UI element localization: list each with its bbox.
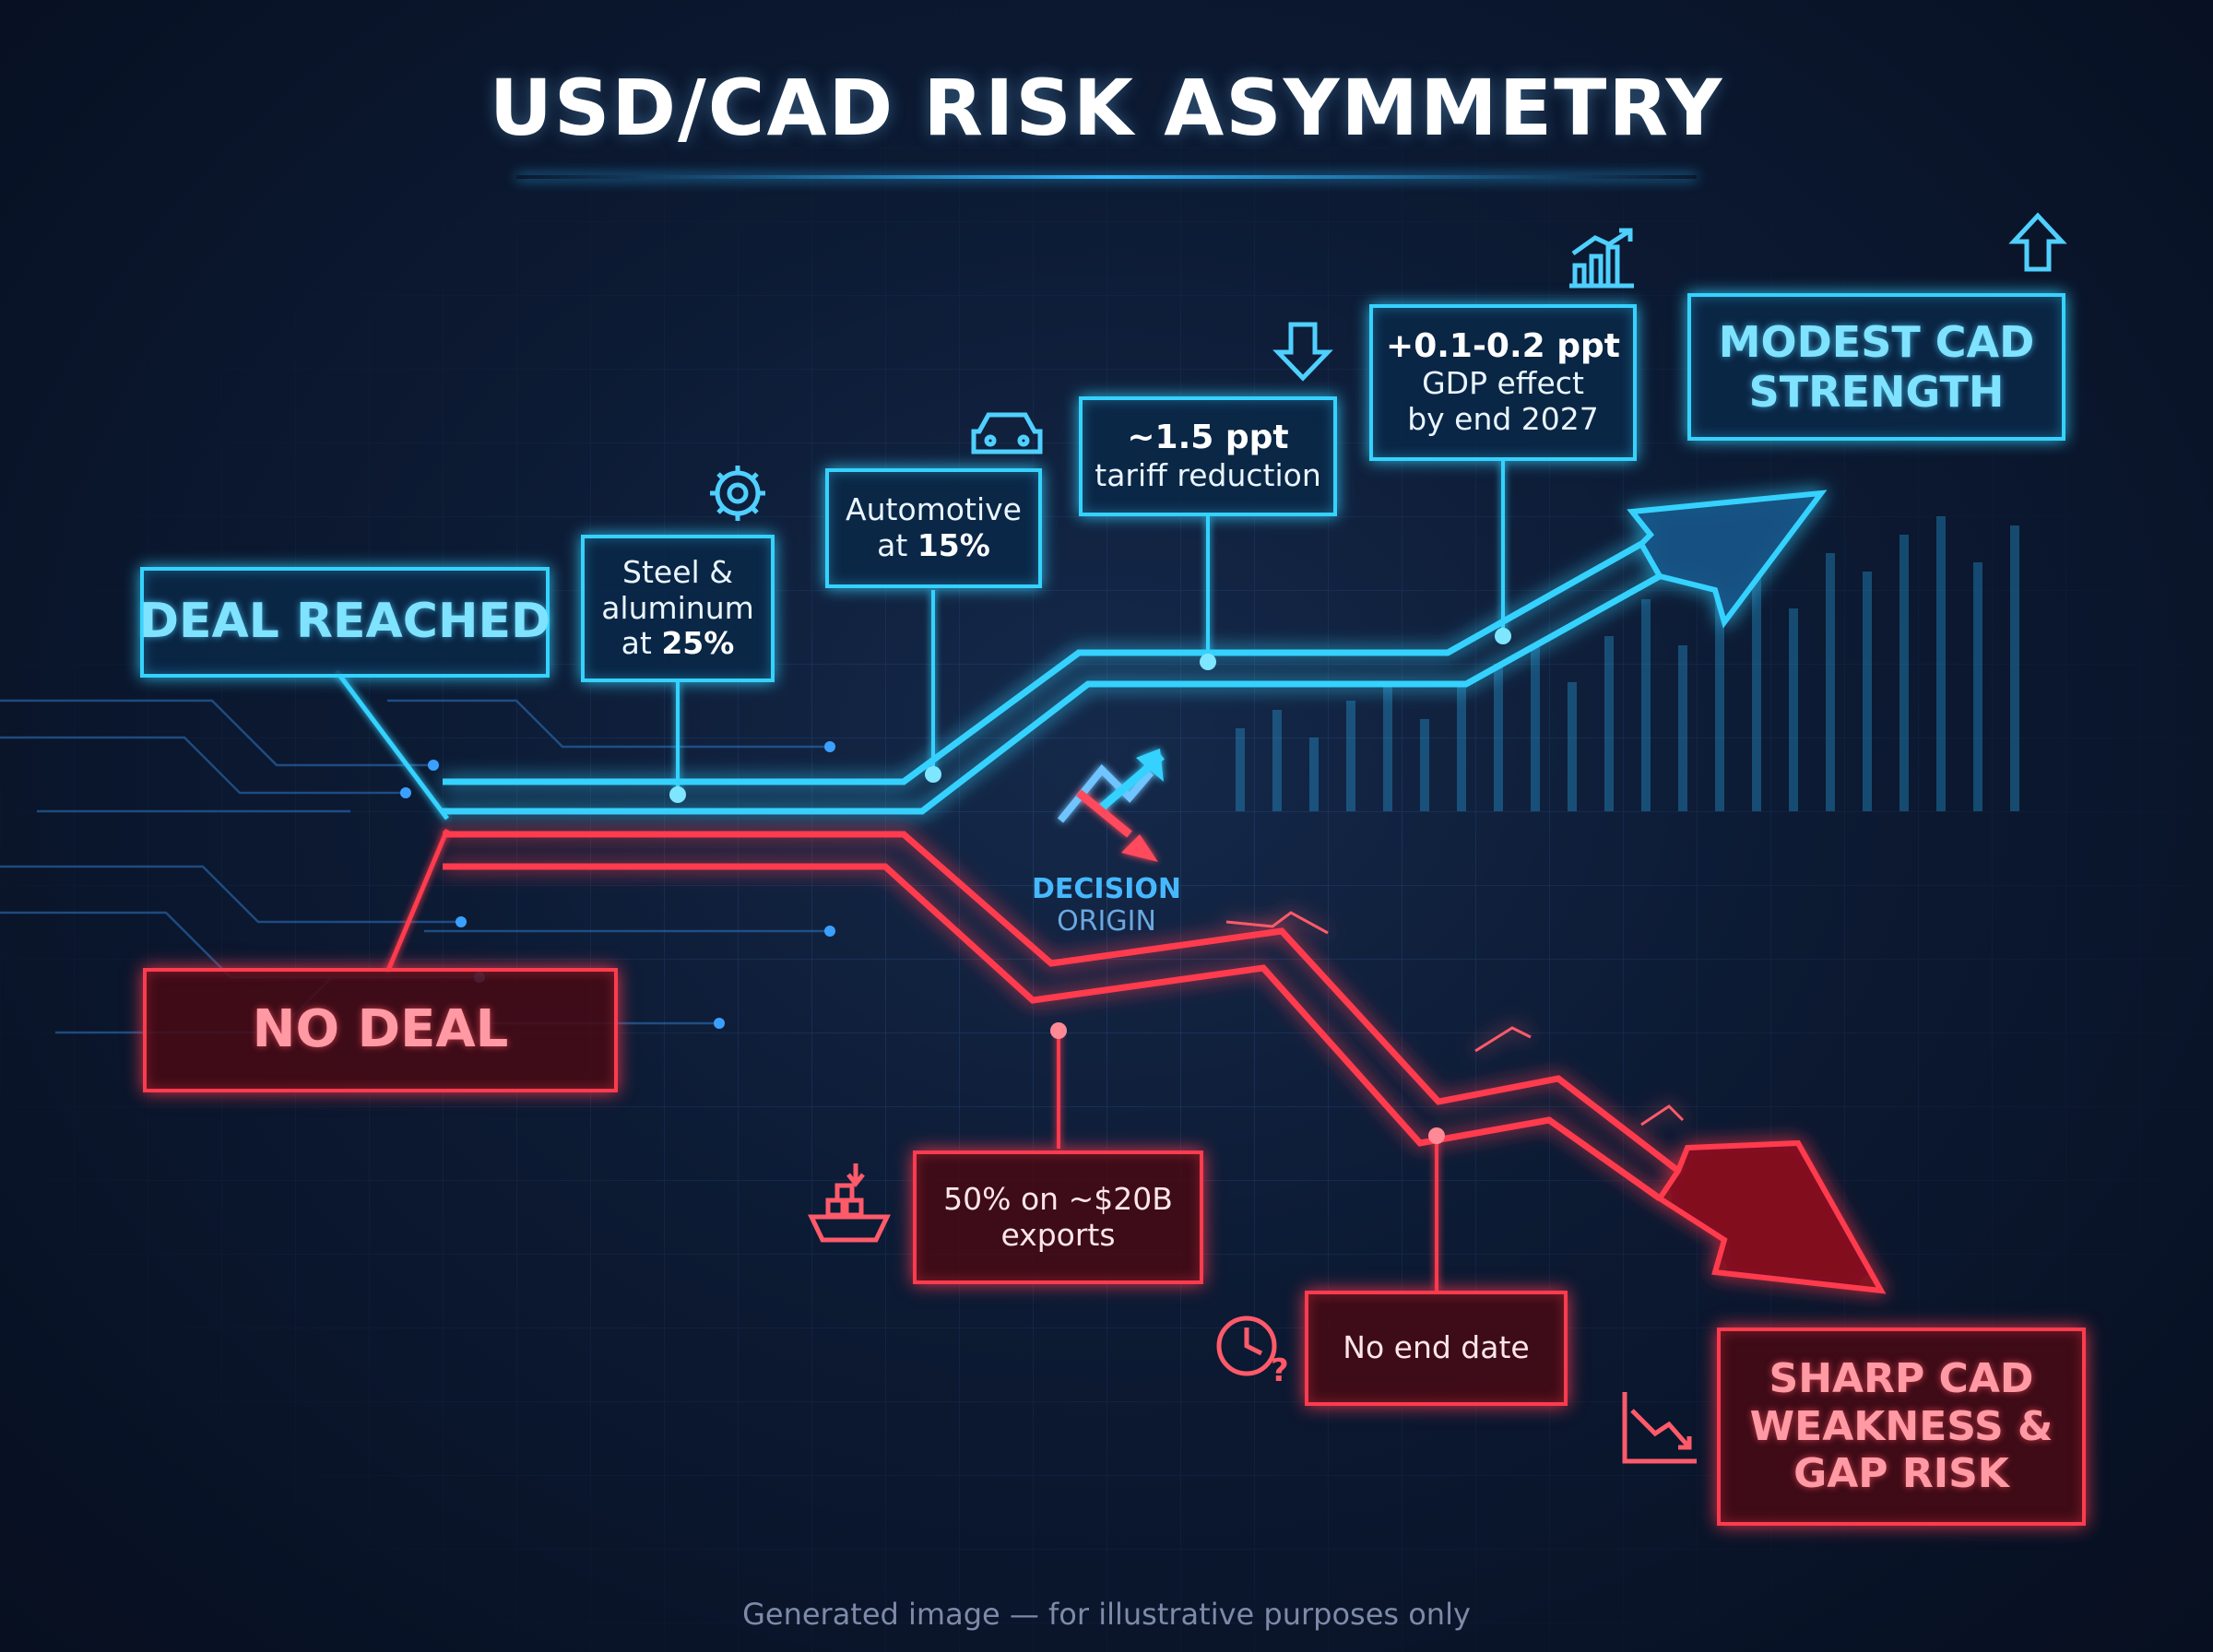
origin-text: ORIGIN xyxy=(1057,904,1156,938)
upside-path xyxy=(443,490,1828,815)
callout-line: Automotive xyxy=(846,491,1022,528)
callout-line: aluminum xyxy=(601,589,754,626)
callout-line: tariff reduction xyxy=(1095,456,1321,493)
outcome-line: SHARP CAD xyxy=(1769,1354,2034,1402)
branch-connectors xyxy=(335,669,450,974)
up-arrow-icon xyxy=(2008,212,2067,272)
downside-path xyxy=(443,831,1887,1294)
outcome-line: MODEST CAD xyxy=(1718,316,2035,367)
steel-aluminum-callout: Steel & aluminum at 25% xyxy=(581,535,775,682)
downside-arrowhead xyxy=(1655,1139,1887,1294)
outcome-line: STRENGTH xyxy=(1748,367,2005,417)
modest-cad-strength-outcome: MODEST CAD STRENGTH xyxy=(1687,293,2065,441)
callout-leaders xyxy=(676,461,1505,1291)
callout-line: at 15% xyxy=(877,527,990,564)
candlestick-backdrop xyxy=(1236,516,2019,811)
gdp-effect-callout: +0.1-0.2 ppt GDP effect by end 2027 xyxy=(1369,304,1637,461)
gdp-effect-value: +0.1-0.2 ppt xyxy=(1386,326,1620,365)
gear-icon xyxy=(710,466,765,521)
deal-reached-label: DEAL REACHED xyxy=(138,567,551,678)
bar-chart-up-icon xyxy=(1569,228,1634,289)
callout-line: 50% on ~$20B xyxy=(943,1180,1173,1217)
deal-reached-text: DEAL REACHED xyxy=(138,594,551,650)
split-arrows-icon xyxy=(1057,749,1165,862)
callout-nodes xyxy=(669,628,1511,1144)
callout-prefix: at xyxy=(877,527,917,563)
title-underline xyxy=(516,175,1697,179)
export-tariff-callout: 50% on ~$20B exports xyxy=(913,1150,1203,1284)
cargo-ship-icon xyxy=(808,1163,891,1243)
callout-line: exports xyxy=(1000,1216,1116,1253)
down-arrow-icon xyxy=(1272,322,1333,382)
outcome-line: WEAKNESS & xyxy=(1749,1402,2053,1450)
steel-tariff-rate: 25% xyxy=(661,625,735,662)
no-deal-text: NO DEAL xyxy=(252,999,509,1060)
callout-line: Steel & xyxy=(622,553,733,590)
callout-prefix: at xyxy=(621,625,662,662)
callout-line: at 25% xyxy=(621,625,735,662)
svg-text:?: ? xyxy=(1271,1352,1289,1389)
outcome-line: GAP RISK xyxy=(1793,1450,2009,1498)
upside-arrowhead xyxy=(1627,490,1828,629)
automotive-callout: Automotive at 15% xyxy=(825,468,1042,588)
sharp-cad-weakness-outcome: SHARP CAD WEAKNESS & GAP RISK xyxy=(1717,1328,2086,1526)
chart-down-icon xyxy=(1622,1392,1697,1464)
clock-question-icon: ? xyxy=(1216,1316,1289,1389)
callout-line: GDP effect xyxy=(1422,365,1584,402)
car-icon xyxy=(971,412,1043,454)
callout-line: No end date xyxy=(1343,1329,1530,1366)
no-deal-label: NO DEAL xyxy=(143,968,618,1092)
page-title: USD/CAD RISK ASYMMETRY xyxy=(489,63,1724,153)
callout-line: by end 2027 xyxy=(1407,401,1599,438)
no-end-date-callout: No end date xyxy=(1305,1291,1568,1406)
tariff-reduction-callout: ~1.5 ppt tariff reduction xyxy=(1079,396,1337,516)
auto-tariff-rate: 15% xyxy=(917,527,990,563)
tariff-reduction-value: ~1.5 ppt xyxy=(1127,419,1289,457)
footer-disclaimer: Generated image — for illustrative purpo… xyxy=(742,1597,1471,1632)
decision-text: DECISION xyxy=(1032,873,1181,905)
decision-origin-label: DECISION ORIGIN xyxy=(1024,873,1189,938)
